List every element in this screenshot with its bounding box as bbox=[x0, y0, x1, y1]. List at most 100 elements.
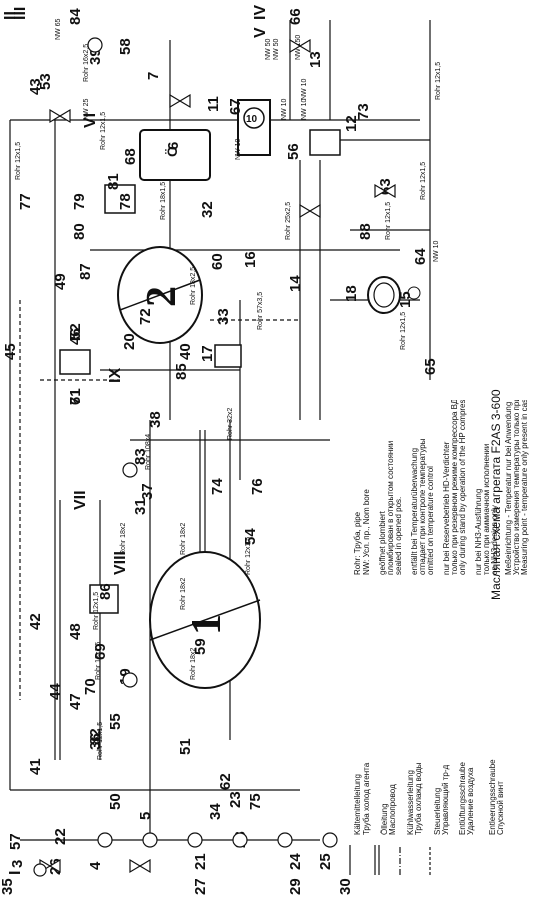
svg-text:VII: VII bbox=[72, 490, 89, 510]
legend-drain: Entleerungsschraube bbox=[488, 759, 497, 835]
svg-text:Rohr 12x1,5: Rohr 12x1,5 bbox=[385, 202, 392, 240]
svg-text:on NH3 design only: on NH3 design only bbox=[490, 505, 499, 575]
svg-text:84: 84 bbox=[67, 8, 84, 25]
svg-text:75: 75 bbox=[247, 793, 264, 810]
note-pipe: Rohr: Труба, pipe bbox=[353, 511, 362, 575]
svg-text:5: 5 bbox=[137, 812, 154, 820]
legend: Kältemittelleitung Труба холод агента Öl… bbox=[345, 520, 533, 900]
svg-text:78: 78 bbox=[117, 193, 134, 210]
svg-text:86: 86 bbox=[97, 583, 114, 600]
note-measure: Meßeinrichtung - Temperatur nur bei Anwe… bbox=[504, 400, 513, 575]
svg-text:Труба холод агента: Труба холод агента bbox=[362, 762, 371, 835]
svg-text:12: 12 bbox=[343, 115, 360, 132]
svg-text:32: 32 bbox=[199, 201, 216, 218]
filter-box-12 bbox=[309, 129, 341, 156]
svg-text:60: 60 bbox=[209, 253, 226, 270]
svg-text:Rohr 12x1,5: Rohr 12x1,5 bbox=[97, 722, 104, 760]
svg-text:Rohr 108x4: Rohr 108x4 bbox=[145, 434, 152, 470]
cooler-label: 10 bbox=[246, 114, 258, 125]
svg-text:18: 18 bbox=[343, 285, 360, 302]
svg-text:51: 51 bbox=[177, 738, 194, 755]
svg-text:62: 62 bbox=[217, 773, 234, 790]
svg-text:Rohr 18x2: Rohr 18x2 bbox=[180, 523, 187, 555]
compressor-1: 1 bbox=[149, 551, 261, 689]
svg-text:11: 11 bbox=[205, 96, 222, 112]
svg-text:31: 31 bbox=[132, 498, 149, 515]
svg-text:53: 53 bbox=[37, 73, 54, 90]
svg-text:87: 87 bbox=[77, 263, 94, 280]
svg-text:Маслопровод: Маслопровод bbox=[388, 784, 397, 835]
svg-text:55: 55 bbox=[107, 713, 124, 730]
svg-text:NW 65: NW 65 bbox=[55, 19, 62, 41]
svg-text:74: 74 bbox=[209, 478, 226, 495]
svg-text:81: 81 bbox=[105, 173, 122, 190]
svg-text:76: 76 bbox=[249, 478, 266, 495]
svg-text:Rohr 12x1,5: Rohr 12x1,5 bbox=[435, 62, 442, 100]
svg-text:Спускной винт: Спускной винт bbox=[496, 781, 505, 835]
svg-text:only during stand by operation: only during stand by operation of the HP… bbox=[458, 400, 467, 575]
filter-box-5 bbox=[89, 584, 119, 614]
svg-text:27: 27 bbox=[192, 878, 209, 895]
svg-text:II: II bbox=[2, 11, 19, 20]
svg-text:IV: IV bbox=[252, 5, 269, 20]
note-sealed: geöffnet plombiert bbox=[378, 510, 387, 575]
svg-text:13: 13 bbox=[307, 51, 324, 68]
note-standby: nur bei Reservebetrieb HD-Verdichter bbox=[442, 441, 451, 575]
svg-text:NW: Усл. пр., Nom bore: NW: Усл. пр., Nom bore bbox=[362, 489, 371, 575]
svg-text:44: 44 bbox=[47, 683, 64, 700]
legend-oil: Ölleitung bbox=[380, 803, 389, 835]
svg-text:46: 46 bbox=[67, 328, 84, 345]
svg-text:V: V bbox=[252, 27, 269, 38]
svg-text:Труба охлажд воды: Труба охлажд воды bbox=[414, 762, 423, 835]
svg-text:Rohr 18x2: Rohr 18x2 bbox=[120, 523, 127, 555]
svg-text:NW 25: NW 25 bbox=[83, 99, 90, 121]
legend-water: Kühlwasserleitung bbox=[406, 770, 415, 835]
compressor-1-label: 1 bbox=[184, 614, 230, 635]
filter-box-77 bbox=[104, 184, 136, 214]
svg-text:22: 22 bbox=[52, 828, 69, 845]
svg-text:30: 30 bbox=[337, 878, 354, 895]
gauge-symbols bbox=[33, 37, 338, 877]
svg-text:Rohr 12x1,5: Rohr 12x1,5 bbox=[15, 142, 22, 180]
svg-text:67: 67 bbox=[227, 98, 244, 115]
svg-text:61: 61 bbox=[67, 388, 84, 405]
svg-text:68: 68 bbox=[122, 148, 139, 165]
svg-text:36: 36 bbox=[87, 733, 104, 750]
svg-text:Rohr 32x2: Rohr 32x2 bbox=[227, 408, 234, 440]
compressor-2-label: 2 bbox=[139, 286, 185, 307]
notes: Rohr: Труба, pipe NW: Усл. пр., Nom bore… bbox=[345, 257, 533, 580]
svg-text:Управляющий тр-д: Управляющий тр-д bbox=[441, 764, 450, 835]
legend-svg: Kältemittelleitung Труба холод агента Öl… bbox=[349, 759, 505, 875]
svg-text:I: I bbox=[7, 871, 24, 875]
svg-text:NW 10: NW 10 bbox=[301, 79, 308, 101]
svg-text:40: 40 bbox=[177, 343, 194, 360]
svg-text:85: 85 bbox=[173, 363, 190, 380]
svg-text:23: 23 bbox=[227, 791, 244, 808]
svg-text:56: 56 bbox=[285, 143, 302, 160]
svg-text:59: 59 bbox=[192, 638, 209, 655]
svg-text:58: 58 bbox=[117, 38, 134, 55]
pipe-labels: NW 150 NW 65 NW 50 NW 50 NW 25 NW 10 NW … bbox=[15, 19, 442, 761]
svg-text:7: 7 bbox=[145, 72, 162, 80]
svg-text:69: 69 bbox=[92, 643, 109, 660]
svg-text:35: 35 bbox=[0, 878, 16, 895]
svg-text:NW 10: NW 10 bbox=[433, 241, 440, 263]
svg-text:Устройство измерения температу: Устройство измерения температуры только … bbox=[512, 400, 521, 575]
svg-text:38: 38 bbox=[147, 411, 164, 428]
svg-text:15: 15 bbox=[397, 291, 414, 308]
svg-text:65: 65 bbox=[422, 358, 439, 375]
svg-text:пломбирован в открытом состоян: пломбирован в открытом состоянии bbox=[386, 441, 395, 575]
svg-text:88: 88 bbox=[357, 223, 374, 240]
svg-text:47: 47 bbox=[67, 693, 84, 710]
svg-text:Rohr 18x2: Rohr 18x2 bbox=[190, 648, 197, 680]
svg-text:Rohr 12x1,5: Rohr 12x1,5 bbox=[93, 592, 100, 630]
oil-pump bbox=[367, 276, 421, 314]
svg-text:50: 50 bbox=[107, 793, 124, 810]
svg-text:54: 54 bbox=[242, 528, 259, 545]
valve-symbols bbox=[39, 38, 396, 874]
svg-text:52: 52 bbox=[67, 323, 84, 340]
svg-text:72: 72 bbox=[137, 308, 154, 325]
svg-text:Rohr 25x2,5: Rohr 25x2,5 bbox=[285, 202, 292, 240]
svg-text:NW 10: NW 10 bbox=[301, 99, 308, 121]
